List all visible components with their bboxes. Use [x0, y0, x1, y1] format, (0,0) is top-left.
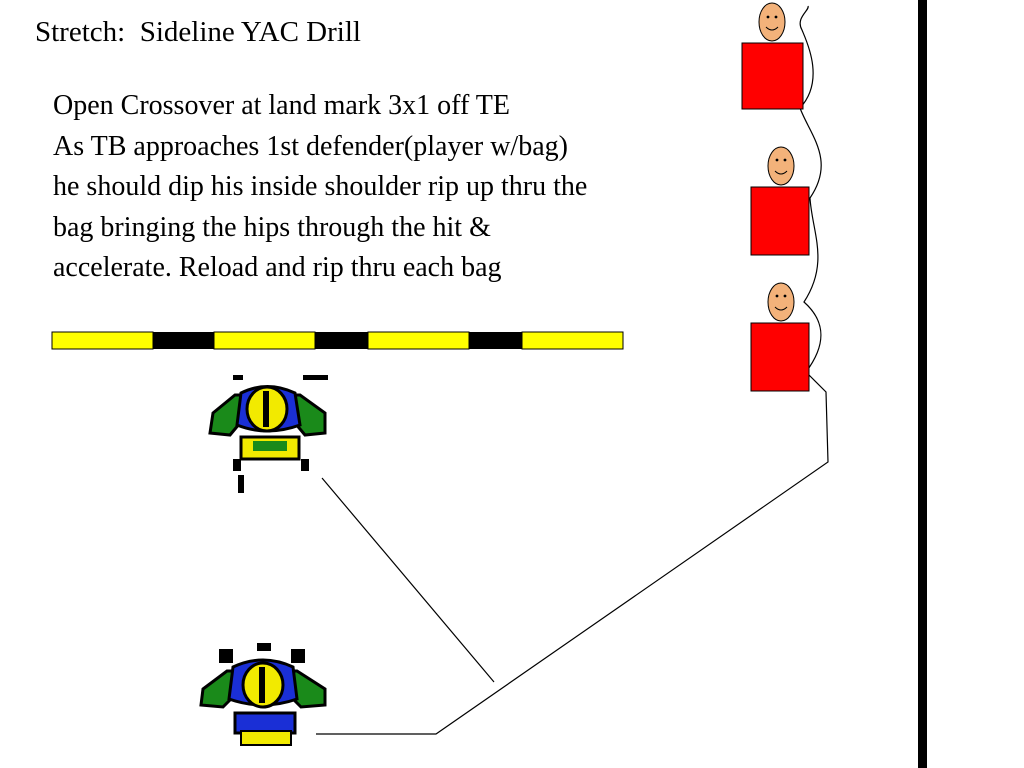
description-line: Open Crossover at land mark 3x1 off TE	[53, 90, 510, 121]
slide-title: Stretch: Sideline YAC Drill	[35, 16, 361, 48]
ball-carrier-path	[316, 5, 829, 735]
defender-with-bag-icon	[741, 2, 804, 110]
defender-with-bag-icon	[750, 282, 810, 392]
description-line: accelerate. Reload and rip thru each bag	[53, 252, 502, 283]
description-line: he should dip his inside shoulder rip up…	[53, 171, 588, 202]
helmet-player-icon	[199, 643, 327, 746]
defender-with-bag-icon	[750, 146, 810, 256]
helmet-player-icon	[208, 375, 328, 493]
description-line: bag bringing the hips through the hit &	[53, 211, 491, 243]
yard-marker-stripe	[51, 331, 624, 350]
description-line: As TB approaches 1st defender(player w/b…	[53, 130, 568, 162]
drill-description: Open Crossover at land mark 3x1 off TE A…	[53, 86, 733, 289]
sideline	[918, 0, 927, 768]
